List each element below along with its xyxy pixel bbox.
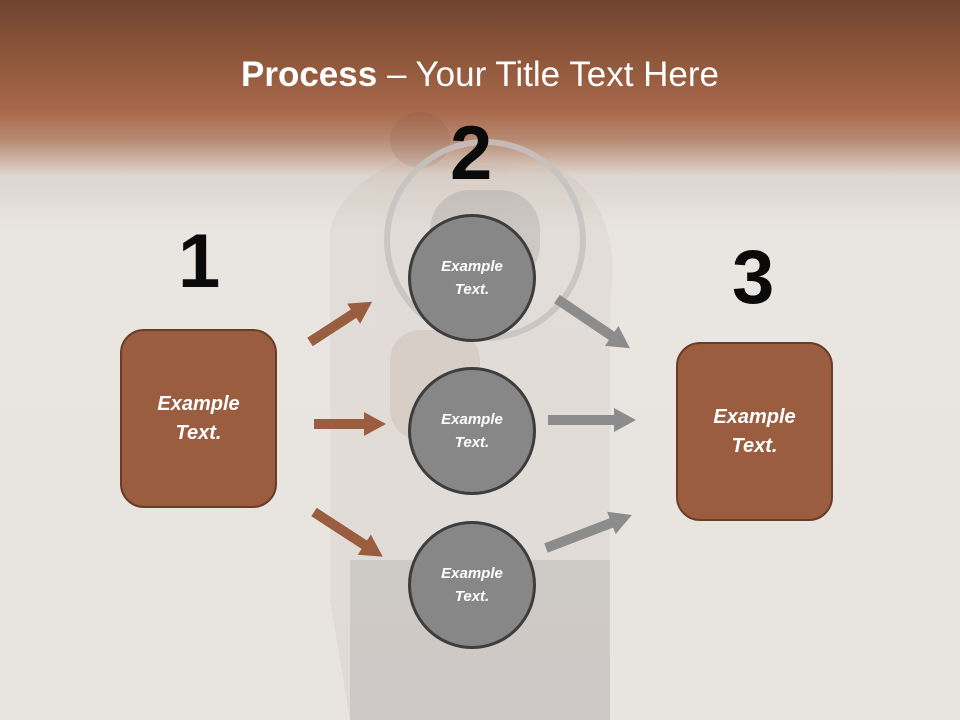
arrow-mid-left bbox=[314, 412, 386, 436]
circle-bottom-label: Example Text. bbox=[441, 565, 503, 605]
slide-title: Process – Your Title Text Here bbox=[0, 52, 960, 98]
step-1-box: Example Text. bbox=[120, 329, 277, 508]
step-2-circle-middle: Example Text. bbox=[408, 367, 536, 495]
step-2-circle-bottom: Example Text. bbox=[408, 521, 536, 649]
arrow-up-left bbox=[307, 301, 373, 347]
step-3-number: 3 bbox=[732, 235, 775, 320]
arrow-mid-right bbox=[548, 408, 636, 432]
arrow-down-right bbox=[554, 294, 630, 349]
arrow-up-right bbox=[544, 511, 632, 553]
step-2-circle-top: Example Text. bbox=[408, 214, 536, 342]
title-bold: Process bbox=[241, 55, 378, 94]
step-3-box: Example Text. bbox=[676, 342, 833, 521]
circle-middle-label: Example Text. bbox=[441, 411, 503, 451]
step-3-label: Example Text. bbox=[713, 405, 796, 457]
step-1-number: 1 bbox=[178, 219, 221, 304]
title-rest: – Your Title Text Here bbox=[377, 55, 719, 94]
step-2-number: 2 bbox=[450, 111, 493, 196]
circle-top-label: Example Text. bbox=[441, 258, 503, 298]
arrow-down-left bbox=[311, 507, 383, 557]
step-1-label: Example Text. bbox=[157, 392, 240, 444]
